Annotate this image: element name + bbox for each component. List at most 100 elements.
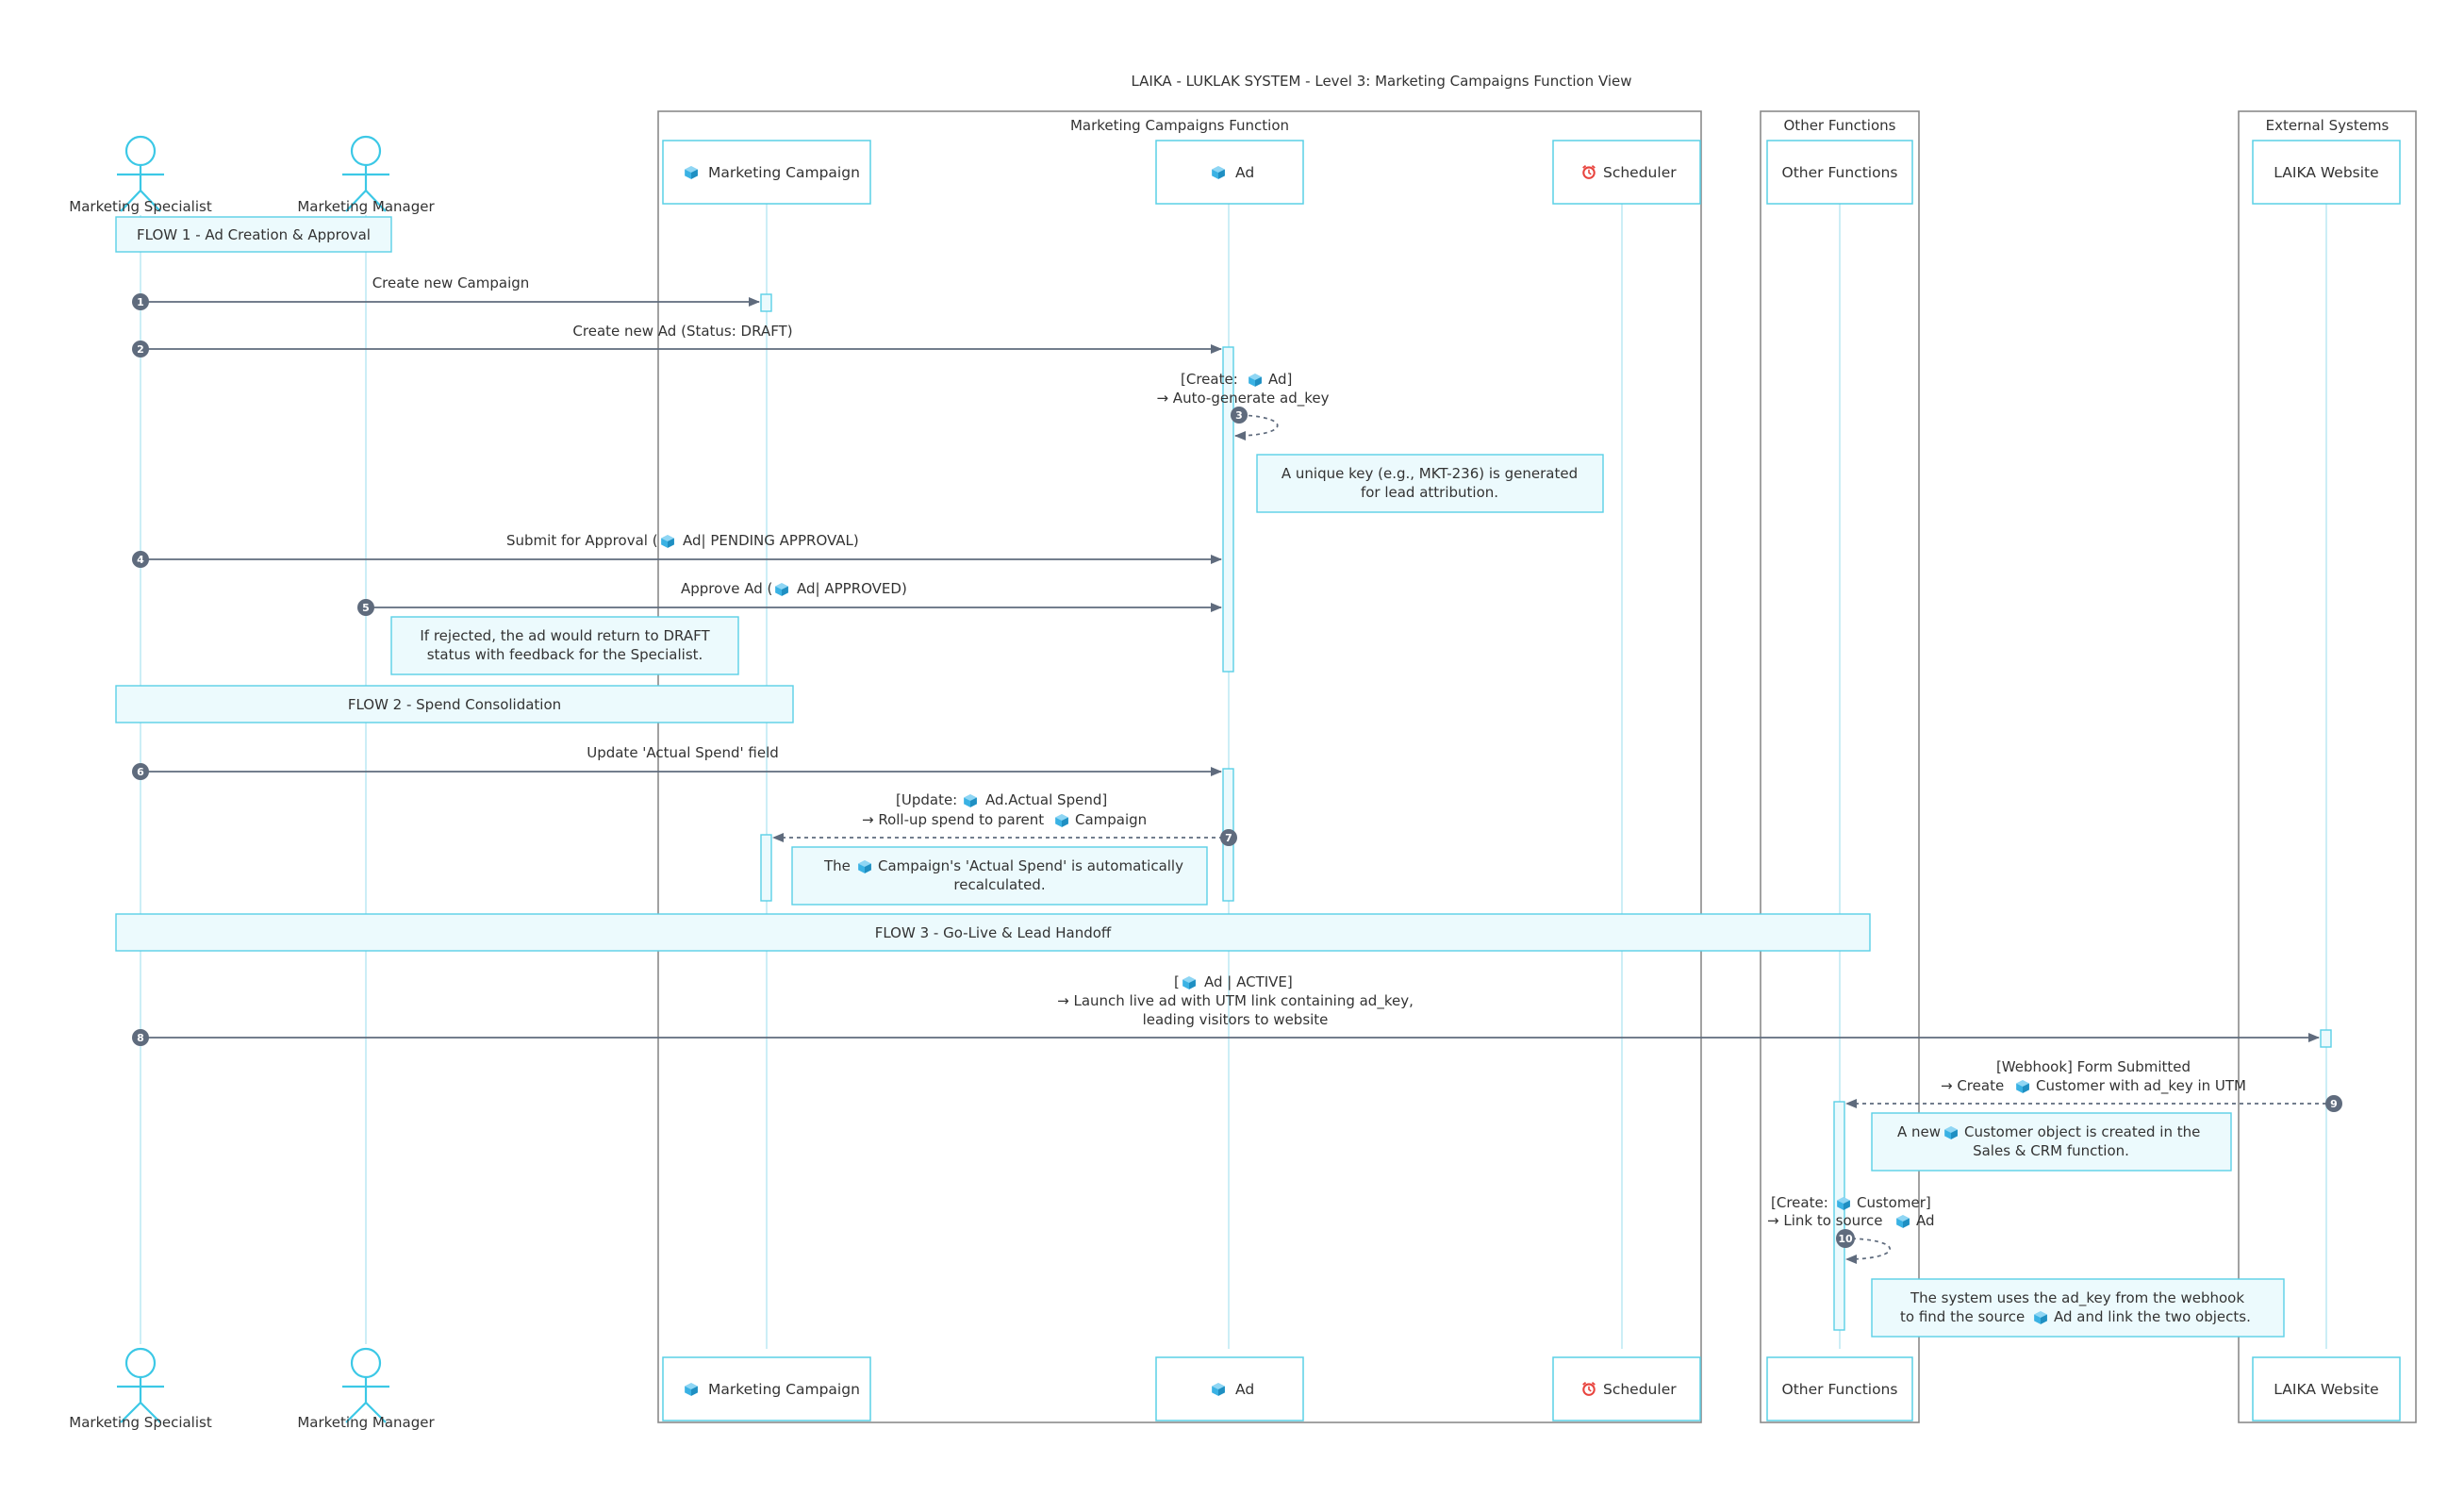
cube-icon: [1182, 976, 1196, 989]
participant-web-bottom: LAIKA Website: [2252, 1356, 2401, 1421]
cube-icon: [775, 583, 788, 596]
step-badge: 3: [1231, 407, 1248, 424]
participant-campaign-label: Marketing Campaign: [708, 164, 860, 181]
svg-text:5: 5: [362, 602, 370, 614]
participant-web-top: LAIKA Website: [2252, 140, 2401, 205]
svg-text:3: 3: [1235, 409, 1243, 422]
step-badge: 6: [132, 763, 149, 780]
message-7: [Update: Ad.Actual Spend] → Roll-up spen…: [772, 791, 1223, 842]
svg-text:[Create:: [Create:: [1771, 1194, 1828, 1211]
svg-text:[: [: [1174, 973, 1180, 990]
message-4: Submit for Approval ( Ad| PENDING APPROV…: [141, 532, 1222, 564]
svg-text:Customer with ad_key in UTM: Customer with ad_key in UTM: [2036, 1077, 2246, 1095]
participant-sched-label: Scheduler: [1603, 164, 1677, 181]
svg-text:Customer]: Customer]: [1857, 1194, 1931, 1211]
person-icon: [342, 1347, 389, 1423]
svg-text:Customer object is created in: Customer object is created in the: [1964, 1123, 2200, 1140]
participant-campaign-label: Marketing Campaign: [708, 1381, 860, 1398]
svg-text:to find the source: to find the source: [1900, 1308, 2025, 1325]
cube-icon: [2016, 1080, 2029, 1093]
actor-spec-bottom: Marketing Specialist: [69, 1347, 212, 1431]
svg-text:2: 2: [137, 343, 144, 356]
actor-mgr-label: Marketing Manager: [297, 198, 435, 215]
activation-campaign-1: [760, 293, 772, 312]
flow-2-banner: FLOW 2 - Spend Consolidation: [115, 685, 794, 723]
svg-text:A unique key (e.g., MKT-236) i: A unique key (e.g., MKT-236) is generate…: [1282, 465, 1578, 482]
participant-campaign-top: Marketing Campaign: [662, 140, 871, 205]
svg-text:Ad and link the two objects.: Ad and link the two objects.: [2054, 1308, 2251, 1325]
cube-icon: [661, 535, 674, 548]
participant-web-label: LAIKA Website: [2274, 1381, 2378, 1398]
participant-other-label: Other Functions: [1782, 164, 1898, 181]
message-2: Create new Ad (Status: DRAFT): [141, 323, 1222, 354]
message-2-label: Create new Ad (Status: DRAFT): [572, 323, 792, 340]
message-1: Create new Campaign: [141, 274, 760, 307]
message-3: [Create: Ad] → Auto-generate ad_key: [1156, 371, 1330, 440]
participant-campaign-bottom: Marketing Campaign: [662, 1356, 871, 1421]
svg-text:for lead attribution.: for lead attribution.: [1361, 484, 1498, 501]
participant-ad-top: Ad: [1155, 140, 1304, 205]
actor-mgr-label: Marketing Manager: [297, 1414, 435, 1431]
participant-ad-bottom: Ad: [1155, 1356, 1304, 1421]
step-badge: 7: [1220, 829, 1237, 846]
svg-text:Campaign: Campaign: [1075, 811, 1147, 828]
activation-ad-1: [1222, 346, 1234, 673]
svg-text:→ Launch live ad with UTM link: → Launch live ad with UTM link containin…: [1057, 992, 1414, 1010]
participant-other-top: Other Functions: [1766, 140, 1913, 205]
participant-web-label: LAIKA Website: [2274, 164, 2378, 181]
note-ad-key: A unique key (e.g., MKT-236) is generate…: [1256, 454, 1604, 513]
svg-text:Ad| PENDING APPROVAL): Ad| PENDING APPROVAL): [683, 532, 859, 549]
svg-text:A new: A new: [1897, 1123, 1941, 1140]
svg-text:10: 10: [1838, 1233, 1853, 1245]
svg-text:→ Create: → Create: [1941, 1077, 2004, 1094]
svg-text:9: 9: [2330, 1098, 2338, 1110]
svg-text:If rejected, the ad would retu: If rejected, the ad would return to DRAF…: [420, 627, 710, 644]
activation-web: [2320, 1029, 2332, 1048]
svg-text:FLOW 2 - Spend Consolidation: FLOW 2 - Spend Consolidation: [348, 696, 561, 713]
group-marketing-box: [657, 110, 1702, 1423]
cube-icon: [964, 794, 977, 807]
cube-icon: [1896, 1215, 1910, 1228]
step-badge: 5: [357, 599, 374, 616]
svg-text:Ad: Ad: [1916, 1212, 1935, 1229]
svg-text:Ad | ACTIVE]: Ad | ACTIVE]: [1204, 973, 1293, 990]
message-6-label: Update 'Actual Spend' field: [587, 744, 779, 761]
svg-text:FLOW 1 - Ad Creation & Approva: FLOW 1 - Ad Creation & Approval: [137, 226, 371, 243]
message-10: [Create: Customer] → Link to source Ad: [1767, 1194, 1935, 1264]
cube-icon: [1055, 814, 1068, 827]
actor-spec-top: Marketing Specialist: [69, 135, 212, 215]
svg-text:6: 6: [137, 766, 144, 778]
svg-text:Campaign's 'Actual Spend' is a: Campaign's 'Actual Spend' is automatical…: [878, 857, 1183, 874]
svg-text:[Update:: [Update:: [896, 791, 957, 808]
person-icon: [117, 1347, 164, 1423]
svg-text:recalculated.: recalculated.: [953, 876, 1045, 893]
svg-text:→ Auto-generate ad_key: → Auto-generate ad_key: [1156, 390, 1329, 407]
svg-text:The system uses the ad_key fro: The system uses the ad_key from the webh…: [1910, 1289, 2244, 1307]
svg-text:8: 8: [137, 1032, 144, 1044]
svg-text:status with feedback for the S: status with feedback for the Specialist.: [427, 646, 703, 663]
note-rejected: If rejected, the ad would return to DRAF…: [390, 616, 739, 675]
step-badge: 1: [132, 293, 149, 310]
diagram-title: LAIKA - LUKLAK SYSTEM - Level 3: Marketi…: [1131, 73, 1631, 90]
svg-text:Sales & CRM function.: Sales & CRM function.: [1973, 1142, 2129, 1159]
group-marketing-label: Marketing Campaigns Function: [1070, 117, 1289, 134]
actor-spec-label: Marketing Specialist: [69, 198, 212, 215]
message-5: Approve Ad ( Ad| APPROVED): [366, 580, 1222, 612]
step-badge: 4: [132, 551, 149, 568]
actor-mgr-top: Marketing Manager: [297, 135, 435, 215]
svg-text:[Webhook] Form Submitted: [Webhook] Form Submitted: [1996, 1058, 2191, 1075]
step-badge: 8: [132, 1029, 149, 1046]
group-external-label: External Systems: [2266, 117, 2390, 134]
svg-text:→ Roll-up spend to parent: → Roll-up spend to parent: [862, 811, 1044, 828]
activation-other: [1833, 1101, 1845, 1331]
svg-text:The: The: [823, 857, 851, 874]
participant-other-label: Other Functions: [1782, 1381, 1898, 1398]
participant-sched-label: Scheduler: [1603, 1381, 1677, 1398]
actor-spec-label: Marketing Specialist: [69, 1414, 212, 1431]
svg-text:Approve Ad (: Approve Ad (: [681, 580, 772, 597]
participant-ad-label: Ad: [1235, 164, 1254, 181]
participant-sched-bottom: Scheduler: [1552, 1356, 1701, 1421]
svg-text:Submit for Approval (: Submit for Approval (: [506, 532, 658, 549]
participant-sched-top: Scheduler: [1552, 140, 1701, 205]
